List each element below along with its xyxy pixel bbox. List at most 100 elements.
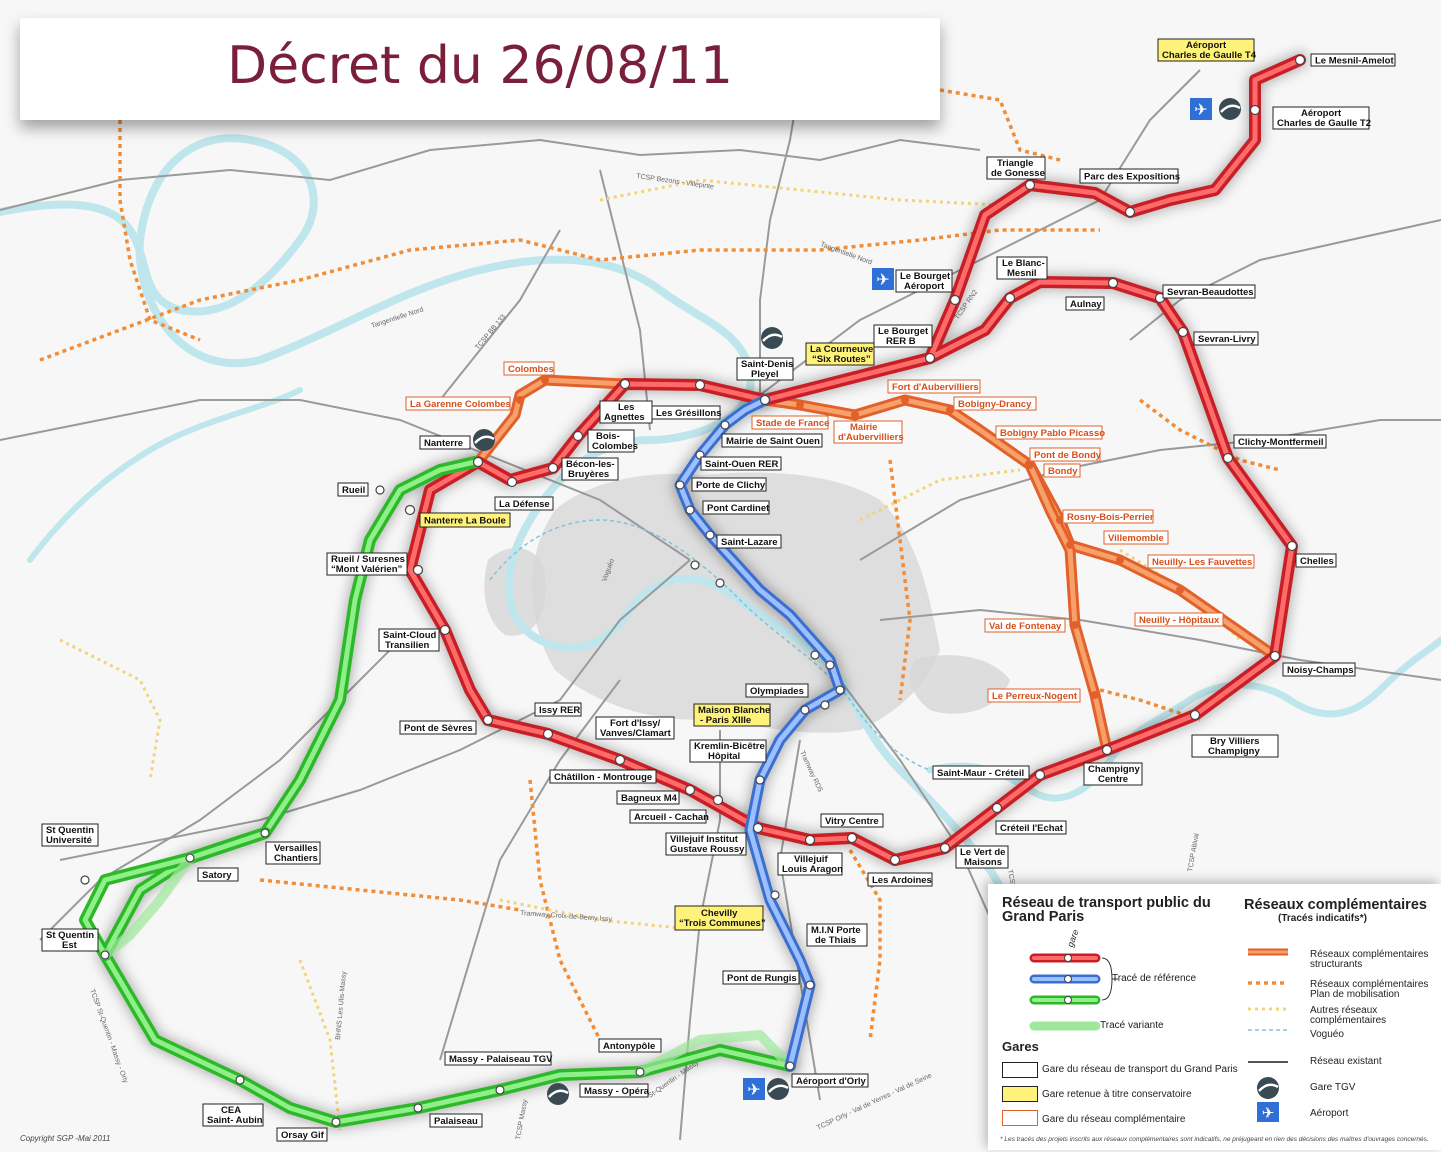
svg-text:Noisy-Champs: Noisy-Champs xyxy=(1287,665,1354,676)
station-label[interactable]: Arcueil - Cachan xyxy=(629,809,709,824)
svg-text:Pont de Bondy: Pont de Bondy xyxy=(1034,450,1102,461)
svg-text:Stade de France: Stade de France xyxy=(756,418,829,429)
station-label[interactable]: Nanterre xyxy=(419,435,471,450)
station-label[interactable]: Pont Cardinet xyxy=(702,500,770,515)
station-label[interactable]: Sevran-Livry xyxy=(1193,331,1259,346)
station-label[interactable]: Aéroport d'Orly xyxy=(791,1073,869,1088)
station-label[interactable]: Satory xyxy=(197,867,239,882)
svg-text:Transilien: Transilien xyxy=(385,640,430,651)
station-label[interactable]: Le Blanc-Mesnil xyxy=(996,256,1048,280)
svg-text:✈: ✈ xyxy=(1194,100,1207,119)
station-label[interactable]: Rueil xyxy=(337,482,369,497)
station-label[interactable]: Nanterre La Boule xyxy=(419,512,511,528)
station-label[interactable]: Aulnay xyxy=(1065,296,1105,311)
station-label[interactable]: Palaiseau xyxy=(429,1113,483,1128)
svg-text:Val de Fontenay: Val de Fontenay xyxy=(989,621,1062,632)
station-label[interactable]: Le Perreux-Nogent xyxy=(987,688,1081,703)
svg-text:Rueil / Suresnes: Rueil / Suresnes xyxy=(331,554,405,565)
station-label[interactable]: Saint-Ouen RER xyxy=(700,456,782,471)
svg-text:Parc des Expositions: Parc des Expositions xyxy=(1084,172,1180,183)
station-label[interactable]: Massy - Palaiseau TGV xyxy=(444,1051,553,1066)
station-label[interactable]: Sevran-Beaudottes xyxy=(1162,284,1256,299)
station-label[interactable]: Massy - Opéra xyxy=(579,1083,650,1098)
svg-text:Pont de Sèvres: Pont de Sèvres xyxy=(404,723,473,734)
station-label[interactable]: Orsay Gif xyxy=(276,1127,328,1142)
station-label[interactable]: La Garenne Colombes xyxy=(405,396,511,411)
svg-text:M.I.N Porte: M.I.N Porte xyxy=(811,925,861,936)
station-label[interactable]: Créteil l'Echat xyxy=(995,820,1067,835)
station-label[interactable]: Stade de France xyxy=(751,415,829,430)
station-label[interactable]: Châtillon - Montrouge xyxy=(549,769,657,784)
station-label[interactable]: Parc des Expositions xyxy=(1079,168,1180,184)
svg-text:Chelles: Chelles xyxy=(1300,556,1334,567)
station-label[interactable]: Issy RER xyxy=(534,702,582,717)
station-label[interactable]: Saint-Lazare xyxy=(716,534,782,549)
station-label[interactable]: Chevilly“Trois Communes” xyxy=(674,905,766,931)
station-label[interactable]: Clichy-Montfermeil xyxy=(1233,434,1327,449)
station-label[interactable]: Chelles xyxy=(1295,553,1337,568)
station-label[interactable]: Maison Blanche- Paris XIIIe xyxy=(693,703,771,727)
svg-text:Rueil: Rueil xyxy=(342,485,365,496)
station-label[interactable]: Neuilly- Les Fauvettes xyxy=(1147,554,1255,569)
station-label[interactable]: Pont de Rungis xyxy=(722,970,800,985)
station-label[interactable]: Villemomble xyxy=(1103,530,1169,545)
tgv-icon xyxy=(1219,98,1241,120)
station-label[interactable]: Colombes xyxy=(503,361,555,376)
station-label[interactable]: Pont de Sèvres xyxy=(399,720,477,735)
svg-text:Gustave Roussy: Gustave Roussy xyxy=(670,844,745,855)
station-label[interactable]: Vitry Centre xyxy=(820,813,884,828)
station-label[interactable]: Antonypôle xyxy=(598,1038,662,1053)
station-label[interactable]: Pont de Bondy xyxy=(1029,447,1102,462)
station-label[interactable]: Bagneux M4 xyxy=(616,790,680,805)
station-dots xyxy=(80,54,1306,1127)
svg-text:Olympiades: Olympiades xyxy=(750,686,804,697)
station-label[interactable]: Rosny-Bois-Perrier xyxy=(1062,509,1154,524)
station-label[interactable]: Porte de Clichy xyxy=(691,477,767,492)
station-label[interactable]: La Courneuve“Six Routes” xyxy=(805,342,875,366)
station-label[interactable]: Olympiades xyxy=(745,683,809,698)
station-label[interactable]: Mairie de Saint Ouen xyxy=(721,433,823,448)
svg-text:Aulnay: Aulnay xyxy=(1070,299,1102,310)
station-label[interactable]: Val de Fontenay xyxy=(984,618,1066,633)
station-label[interactable]: Bobigny Pablo Picasso xyxy=(995,425,1105,440)
station-label[interactable]: Neuilly - Hôpitaux xyxy=(1134,612,1224,627)
svg-text:Bruyères: Bruyères xyxy=(568,469,609,480)
station-label[interactable]: Bécon-les-Bruyères xyxy=(561,457,619,481)
station-label[interactable]: Fort d'Issy/Vanves/Clamart xyxy=(595,716,675,740)
station-label[interactable]: Les Ardoines xyxy=(867,872,933,887)
station-label[interactable]: Noisy-Champs xyxy=(1282,662,1356,677)
station-label[interactable]: Saint-Maur - Créteil xyxy=(932,765,1030,780)
svg-text:Bry Villiers: Bry Villiers xyxy=(1210,736,1259,747)
station-label[interactable]: Bondy xyxy=(1043,463,1081,478)
station-label[interactable]: Rueil / Suresnes“Mont Valérien” xyxy=(326,552,408,576)
svg-text:Vanves/Clamart: Vanves/Clamart xyxy=(600,728,672,739)
legend-tgv: Gare TGV xyxy=(1310,1082,1356,1093)
legend-line-swatches: gare xyxy=(1029,928,1118,1031)
station-label[interactable]: Les Grésillons xyxy=(651,405,721,420)
station-label[interactable]: Bois-Colombes xyxy=(587,429,638,453)
station-label[interactable]: Bobigny-Drancy xyxy=(953,396,1037,411)
station-label[interactable]: Fort d'Aubervilliers xyxy=(887,379,981,394)
station-label[interactable]: Le Mesnil-Amelot xyxy=(1310,53,1396,67)
station-label[interactable]: La Défense xyxy=(494,496,554,511)
